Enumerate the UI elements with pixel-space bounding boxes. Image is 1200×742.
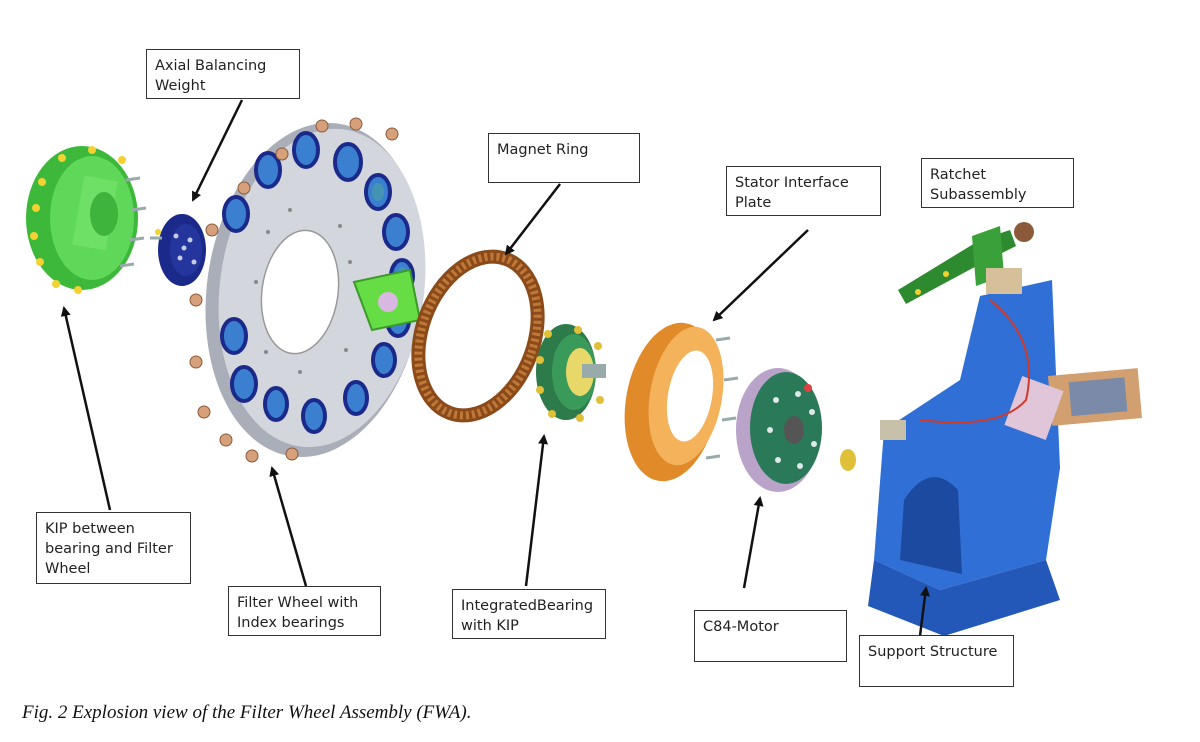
label-support-structure: Support Structure	[859, 635, 1014, 687]
label-kip-bearing: KIP between bearing and Filter Wheel	[36, 512, 191, 584]
arrow-stator-plate	[712, 229, 809, 322]
label-filter-wheel: Filter Wheel with Index bearings	[228, 586, 381, 636]
c84-motor-part	[736, 368, 856, 492]
axial-weight-part	[150, 214, 206, 286]
ratchet-part	[898, 222, 1034, 304]
integrated-bearing-part	[536, 324, 606, 422]
kip-disc-part	[26, 146, 147, 294]
label-stator-plate: Stator Interface Plate	[726, 166, 881, 216]
label-axial-weight: Axial Balancing Weight	[146, 49, 300, 99]
label-magnet-ring: Magnet Ring	[488, 133, 640, 183]
magnet-ring-part	[411, 249, 545, 423]
label-ratchet: Ratchet Subassembly	[921, 158, 1074, 208]
arrow-magnet-ring	[504, 183, 561, 256]
label-integrated-bearing: IntegratedBearing with KIP	[452, 589, 606, 639]
label-c84-motor: C84-Motor	[694, 610, 847, 662]
arrows	[60, 99, 930, 637]
arrow-support-structure	[918, 586, 930, 637]
arrow-integrated-bearing	[524, 434, 549, 587]
filter-wheel-part	[189, 117, 426, 463]
figure-caption: Fig. 2 Explosion view of the Filter Whee…	[22, 702, 472, 723]
arrow-filter-wheel	[269, 466, 308, 587]
arrow-kip-bearing	[60, 306, 112, 511]
stator-plate-part	[624, 322, 739, 482]
support-structure-part	[868, 280, 1143, 636]
arrow-c84-motor	[742, 496, 764, 589]
arrow-axial-weight	[191, 99, 244, 202]
